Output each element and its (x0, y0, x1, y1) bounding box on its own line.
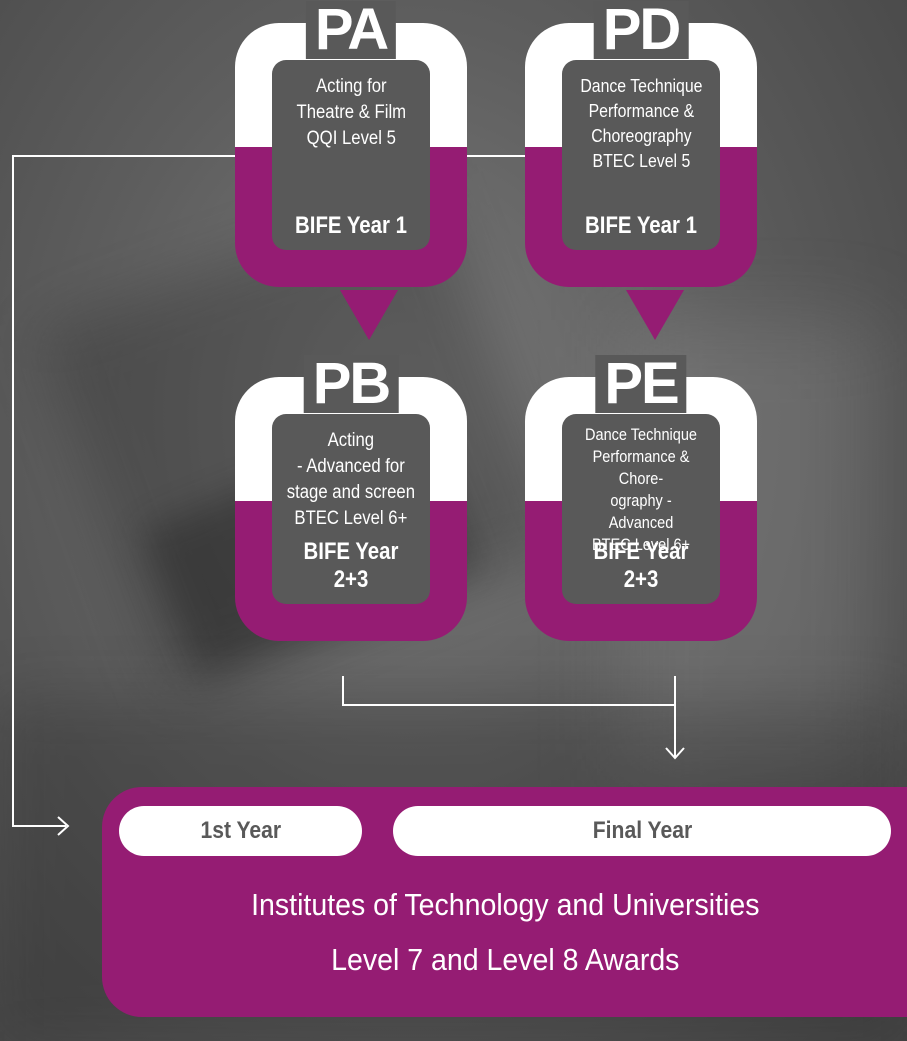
first-year-label: 1st Year (200, 817, 281, 844)
arrow-down-icon (665, 747, 685, 760)
course-panel: Dance Technique Performance & Chore- ogr… (562, 414, 720, 604)
final-year-label: Final Year (592, 817, 692, 844)
outcome-awards-text: Level 7 and Level 8 Awards (102, 942, 907, 978)
course-card-pb: PB Acting - Advanced for stage and scree… (235, 355, 467, 641)
course-description: Acting - Advanced for stage and screen B… (286, 430, 416, 529)
course-description: Dance Technique Performance & Chore- ogr… (585, 426, 697, 554)
advanced-to-final-connector (342, 676, 675, 706)
final-year-pill: Final Year (393, 806, 891, 856)
course-card-pe: PE Dance Technique Performance & Chore- … (525, 355, 757, 641)
pa-to-outcome-connector (12, 155, 235, 827)
course-year: BIFE Year 2+3 (303, 538, 399, 593)
course-card-pa: PA Acting for Theatre & Film QQI Level 5… (235, 1, 467, 287)
course-description: Acting for Theatre & Film QQI Level 5 (296, 76, 406, 149)
arrow-right-icon (57, 816, 70, 836)
course-code: PE (595, 355, 687, 413)
outcome-line-2: Level 7 and Level 8 Awards (330, 942, 680, 977)
course-code: PD (593, 1, 689, 59)
course-description: Dance Technique Performance & Choreograp… (579, 76, 703, 171)
pd-pointer (626, 290, 684, 340)
course-year: BIFE Year 2+3 (593, 538, 689, 593)
outcome-institutes-text: Institutes of Technology and Universitie… (102, 887, 907, 923)
outcome-line-1: Institutes of Technology and Universitie… (250, 887, 760, 922)
first-year-pill: 1st Year (119, 806, 362, 856)
course-card-pd: PD Dance Technique Performance & Choreog… (525, 1, 757, 287)
course-code: PB (303, 355, 399, 413)
course-code: PA (305, 1, 397, 59)
course-panel: Acting - Advanced for stage and screen B… (272, 414, 430, 604)
course-year: BIFE Year 1 (295, 212, 407, 239)
course-panel: Dance Technique Performance & Choreograp… (562, 60, 720, 250)
course-year: BIFE Year 1 (585, 212, 697, 239)
course-panel: Acting for Theatre & Film QQI Level 5 BI… (272, 60, 430, 250)
pa-pointer (340, 290, 398, 340)
